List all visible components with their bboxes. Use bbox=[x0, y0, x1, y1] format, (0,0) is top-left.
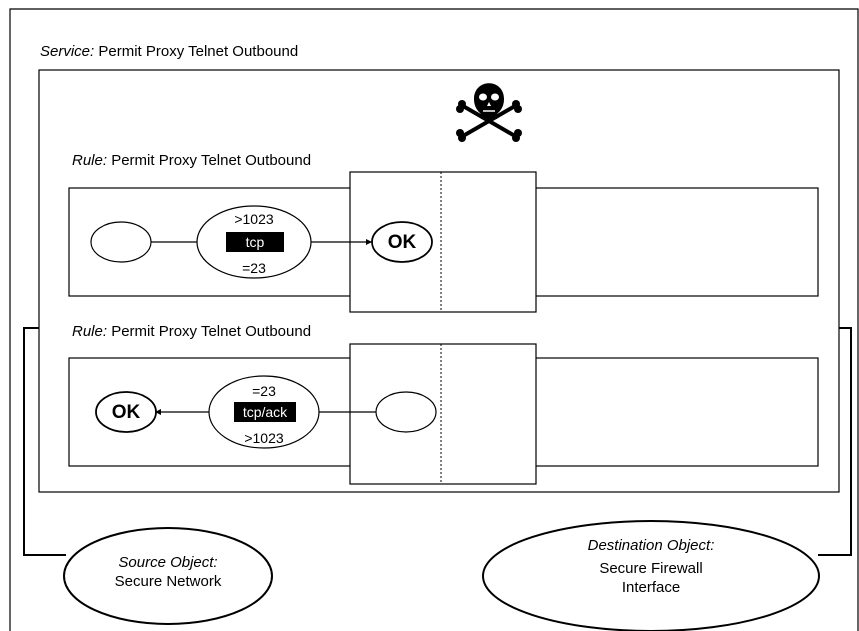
destination-connector-line bbox=[818, 327, 852, 556]
destination-object-name: Secure Firewall Interface bbox=[599, 560, 703, 596]
rule1-ok-label: OK bbox=[387, 232, 417, 253]
rule2-dst-port: >1023 bbox=[244, 430, 284, 446]
rule1-label: Rule: Permit Proxy Telnet Outbound bbox=[72, 153, 311, 168]
rule1-source-node bbox=[90, 221, 152, 263]
service-label: Service: Permit Proxy Telnet Outbound bbox=[40, 44, 298, 59]
source-object-ellipse bbox=[63, 527, 273, 625]
rule2-destination-node bbox=[375, 391, 437, 433]
skull-crossbones-icon bbox=[456, 83, 522, 142]
destination-object-ellipse bbox=[482, 520, 820, 631]
outer-frame bbox=[9, 8, 859, 631]
rule1-protocol-tag: tcp bbox=[226, 232, 284, 252]
source-object-name: Secure Network bbox=[114, 573, 222, 590]
service-label-prefix: Service: bbox=[40, 43, 95, 60]
rule2-ok-node bbox=[95, 391, 157, 433]
rule1-src-port: >1023 bbox=[234, 211, 274, 227]
rule2-ok-label: OK bbox=[111, 402, 141, 423]
rule2-src-port: =23 bbox=[252, 383, 276, 399]
source-object-title: Source Object: bbox=[118, 554, 218, 571]
service-label-text: Permit Proxy Telnet Outbound bbox=[98, 43, 299, 60]
rule1-label-prefix: Rule: bbox=[72, 152, 108, 169]
rule2-label-text: Permit Proxy Telnet Outbound bbox=[111, 323, 312, 340]
source-connector-line bbox=[23, 327, 66, 556]
service-box bbox=[38, 69, 840, 493]
rule2-label: Rule: Permit Proxy Telnet Outbound bbox=[72, 324, 311, 339]
destination-object-label: Destination Object: Secure Firewall Inte… bbox=[561, 538, 741, 597]
rule1-dst-port: =23 bbox=[242, 260, 266, 276]
rule1-label-text: Permit Proxy Telnet Outbound bbox=[111, 152, 312, 169]
rule1-ok-node bbox=[371, 221, 433, 263]
rule2-protocol-tag: tcp/ack bbox=[234, 402, 296, 422]
destination-object-title: Destination Object: bbox=[587, 537, 715, 554]
source-object-label: Source Object: Secure Network bbox=[88, 555, 248, 589]
rule2-label-prefix: Rule: bbox=[72, 323, 108, 340]
